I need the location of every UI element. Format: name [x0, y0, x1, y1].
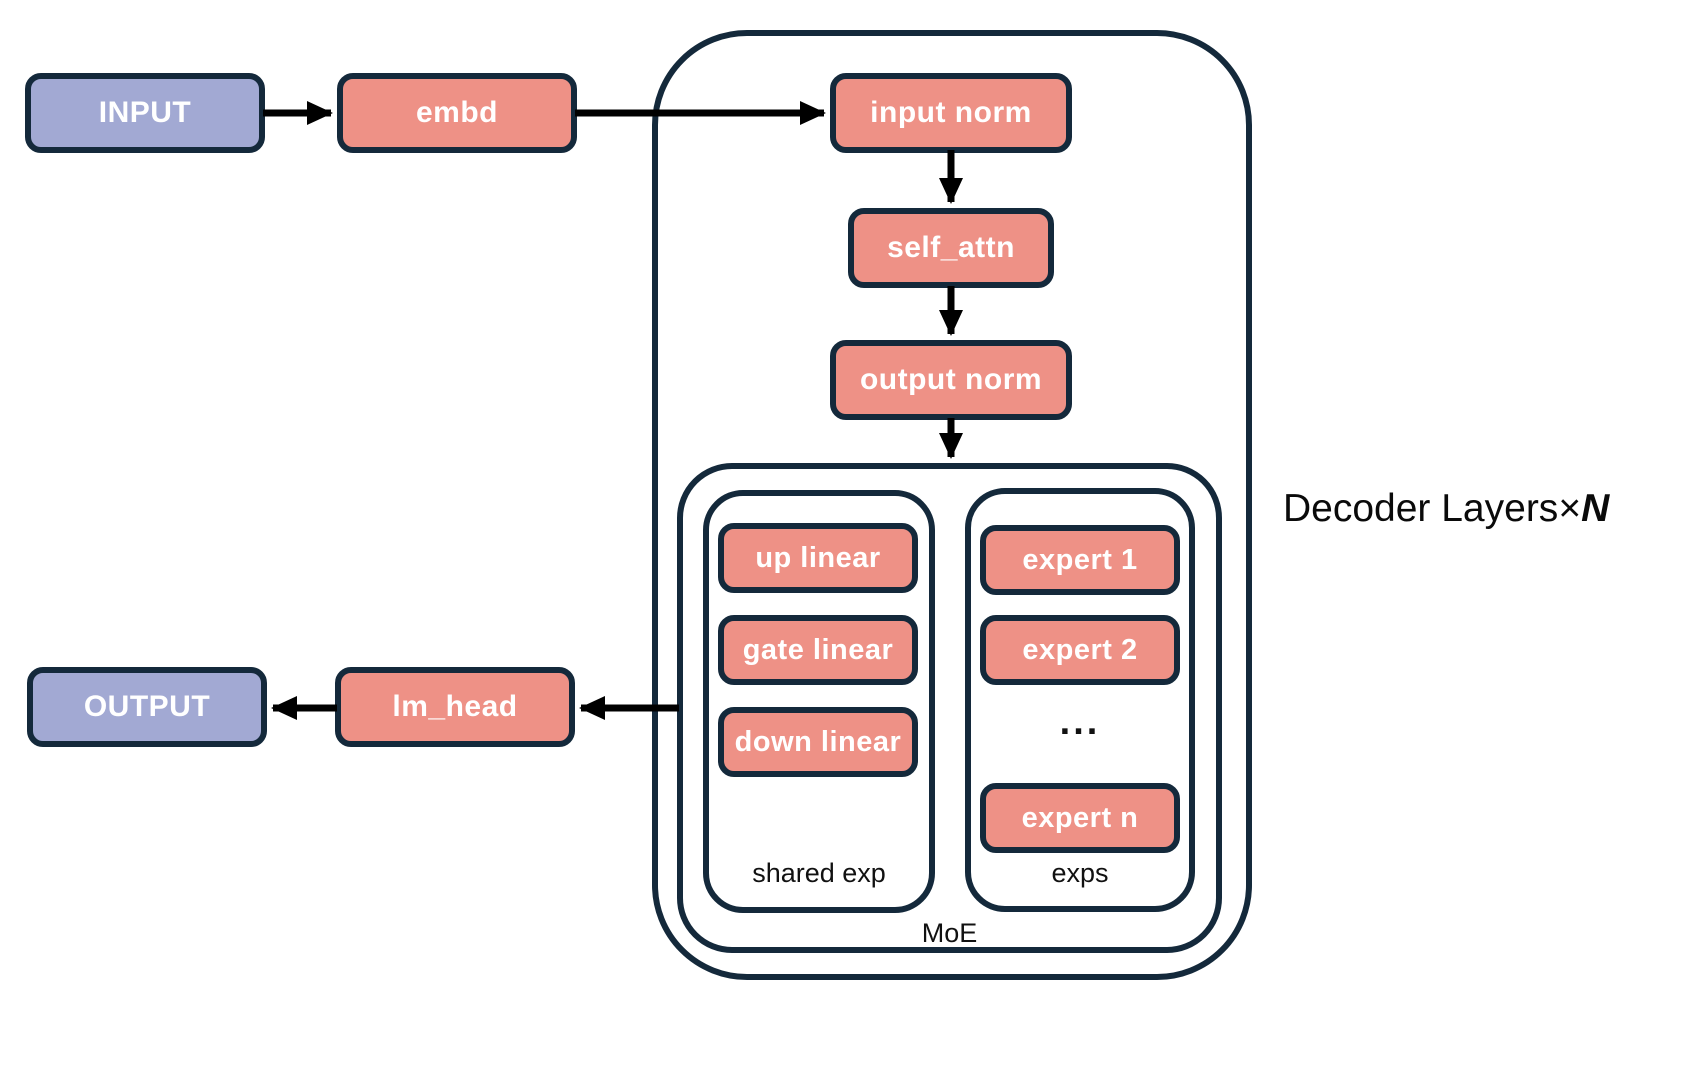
- input-node: INPUT: [25, 73, 265, 153]
- times-symbol: ×: [1558, 487, 1582, 530]
- up-linear-node: up linear: [718, 523, 918, 593]
- input-norm-node: input norm: [830, 73, 1072, 153]
- lm-head-node: lm_head: [335, 667, 575, 747]
- moe-label: MoE: [921, 918, 978, 948]
- exps-container: [965, 488, 1195, 912]
- expert-n-node: expert n: [980, 783, 1180, 853]
- exps-label: exps: [1051, 858, 1109, 888]
- decoder-layers-title-text: Decoder Layers: [1283, 487, 1559, 530]
- output-norm-node: output norm: [830, 340, 1072, 420]
- gate-linear-node: gate linear: [718, 615, 918, 685]
- self-attn-node: self_attn: [848, 208, 1054, 288]
- layer-count-symbol: N: [1581, 487, 1610, 530]
- embd-node: embd: [337, 73, 577, 153]
- decoder-layers-title: Decoder Layers×N: [1283, 487, 1609, 531]
- decoder-layers-container: [652, 30, 1252, 980]
- down-linear-node: down linear: [718, 707, 918, 777]
- experts-ellipsis: ...: [1059, 701, 1101, 743]
- shared-exp-label: shared exp: [752, 858, 886, 888]
- moe-container: [677, 463, 1222, 953]
- output-node: OUTPUT: [27, 667, 267, 747]
- expert-2-node: expert 2: [980, 615, 1180, 685]
- shared-exp-container: [703, 490, 935, 913]
- expert-1-node: expert 1: [980, 525, 1180, 595]
